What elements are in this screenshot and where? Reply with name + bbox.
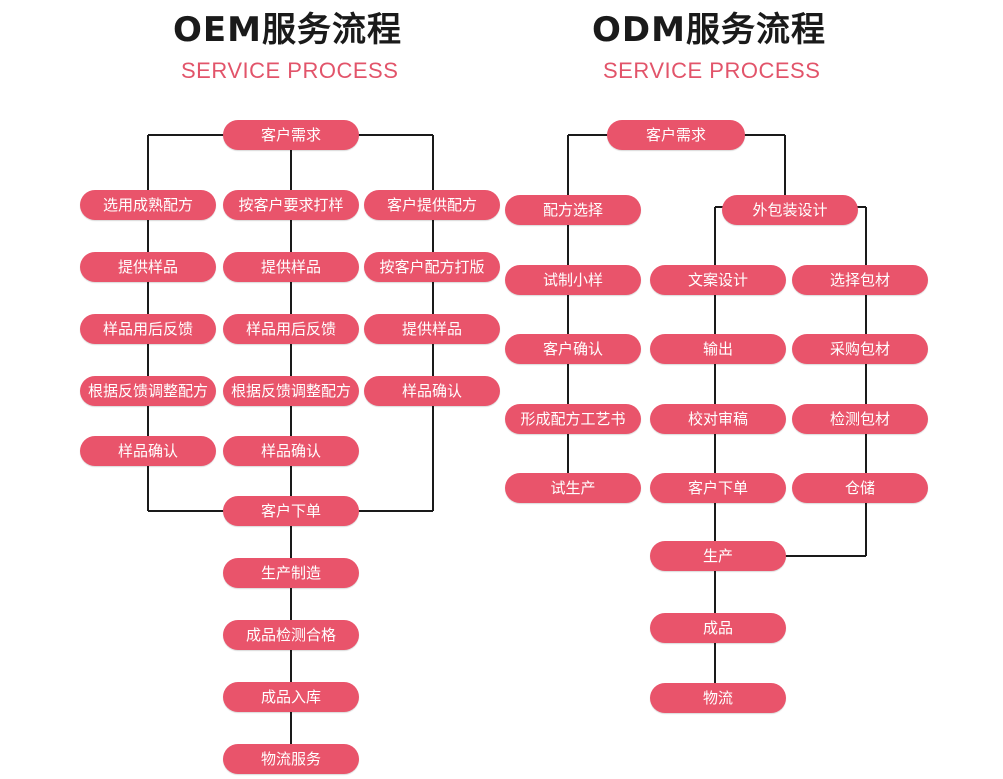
oem-a-3: 样品用后反馈 [80, 314, 216, 344]
odm-formula-2: 试制小样 [505, 265, 641, 295]
odm-copy-3: 校对审稿 [650, 404, 786, 434]
odm-tail-2: 成品 [650, 613, 786, 643]
odm-formula-4: 形成配方工艺书 [505, 404, 641, 434]
odm-material-4: 仓储 [792, 473, 928, 503]
oem-order: 客户下单 [223, 496, 359, 526]
odm-material-1: 选择包材 [792, 265, 928, 295]
oem-tail-3: 成品入库 [223, 682, 359, 712]
oem-c-3: 提供样品 [364, 314, 500, 344]
oem-a-2: 提供样品 [80, 252, 216, 282]
odm-order: 客户下单 [650, 473, 786, 503]
oem-a-5: 样品确认 [80, 436, 216, 466]
odm-need: 客户需求 [607, 120, 745, 150]
odm-packaging: 外包装设计 [722, 195, 858, 225]
oem-tail-1: 生产制造 [223, 558, 359, 588]
oem-b-4: 根据反馈调整配方 [223, 376, 359, 406]
oem-tail-4: 物流服务 [223, 744, 359, 774]
odm-title: ODM服务流程 [592, 10, 826, 50]
oem-need: 客户需求 [223, 120, 359, 150]
oem-c-2: 按客户配方打版 [364, 252, 500, 282]
oem-a-1: 选用成熟配方 [80, 190, 216, 220]
odm-formula-5: 试生产 [505, 473, 641, 503]
oem-b-3: 样品用后反馈 [223, 314, 359, 344]
odm-tail-1: 生产 [650, 541, 786, 571]
oem-a-4: 根据反馈调整配方 [80, 376, 216, 406]
oem-b-5: 样品确认 [223, 436, 359, 466]
oem-b-1: 按客户要求打样 [223, 190, 359, 220]
odm-subtitle: SERVICE PROCESS [603, 58, 821, 83]
oem-subtitle: SERVICE PROCESS [181, 58, 399, 83]
odm-material-2: 采购包材 [792, 334, 928, 364]
odm-tail-3: 物流 [650, 683, 786, 713]
oem-tail-2: 成品检测合格 [223, 620, 359, 650]
odm-copy-2: 输出 [650, 334, 786, 364]
odm-formula-3: 客户确认 [505, 334, 641, 364]
oem-c-4: 样品确认 [364, 376, 500, 406]
odm-material-3: 检测包材 [792, 404, 928, 434]
oem-title: OEM服务流程 [173, 10, 402, 50]
oem-b-2: 提供样品 [223, 252, 359, 282]
odm-formula-1: 配方选择 [505, 195, 641, 225]
oem-c-1: 客户提供配方 [364, 190, 500, 220]
odm-copy-1: 文案设计 [650, 265, 786, 295]
